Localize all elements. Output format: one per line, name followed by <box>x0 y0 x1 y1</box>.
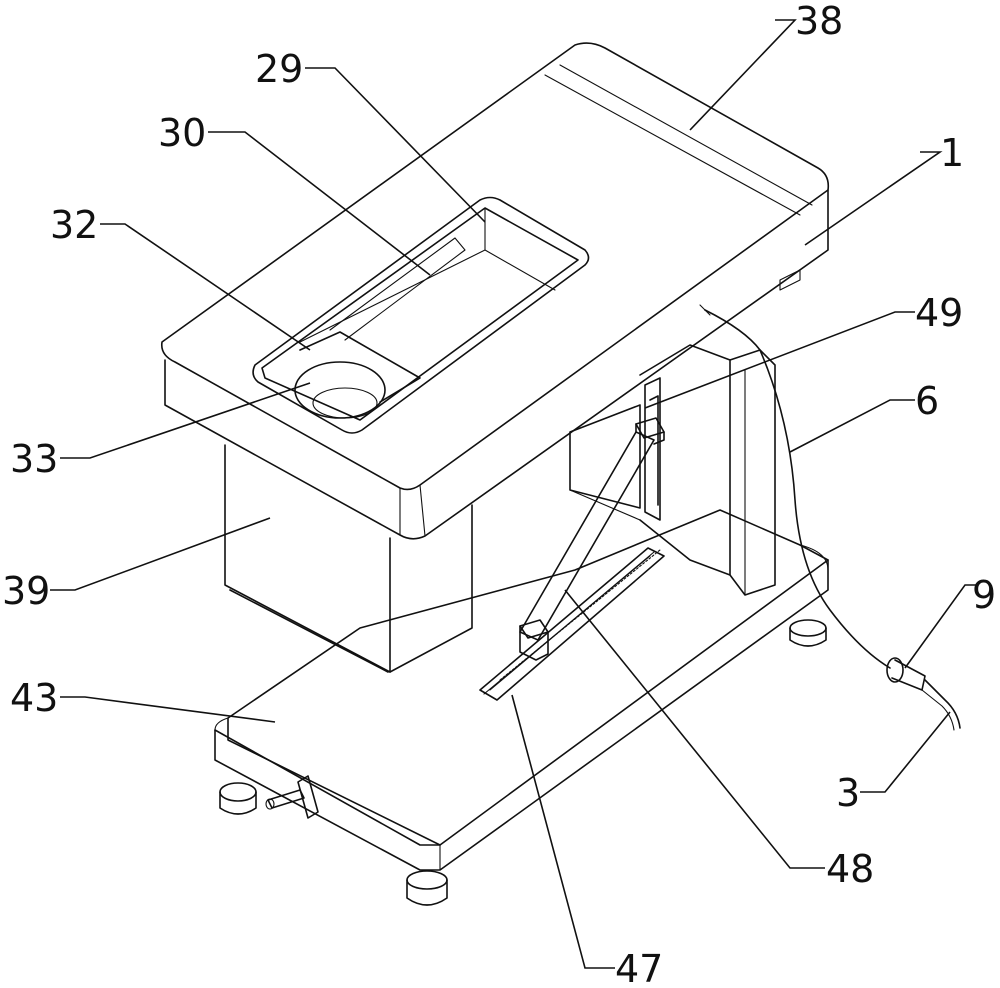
link-arm <box>519 417 665 661</box>
label-6: 6 <box>915 379 939 423</box>
left-housing <box>224 444 473 673</box>
back-column <box>569 344 776 596</box>
label-43: 43 <box>10 676 58 720</box>
crank-handle <box>265 775 319 819</box>
label-3: 3 <box>836 771 860 815</box>
table-top <box>160 42 830 540</box>
foot-front-left <box>219 782 257 815</box>
label-9: 9 <box>972 573 996 617</box>
foot-back-right <box>789 619 827 647</box>
foot-front-right <box>406 870 448 906</box>
label-48: 48 <box>826 847 874 891</box>
leader-lines <box>50 19 978 969</box>
label-1: 1 <box>940 131 964 175</box>
tray <box>252 196 590 434</box>
hose <box>699 304 891 669</box>
label-49: 49 <box>915 291 963 335</box>
label-38: 38 <box>795 0 843 43</box>
label-32: 32 <box>50 203 98 247</box>
label-39: 39 <box>2 569 50 613</box>
label-29: 29 <box>255 47 303 91</box>
slide-rail <box>479 547 665 701</box>
label-33: 33 <box>10 437 58 481</box>
base-plate <box>214 509 829 871</box>
nozzle <box>886 657 961 731</box>
label-30: 30 <box>158 111 206 155</box>
label-47: 47 <box>615 947 663 988</box>
